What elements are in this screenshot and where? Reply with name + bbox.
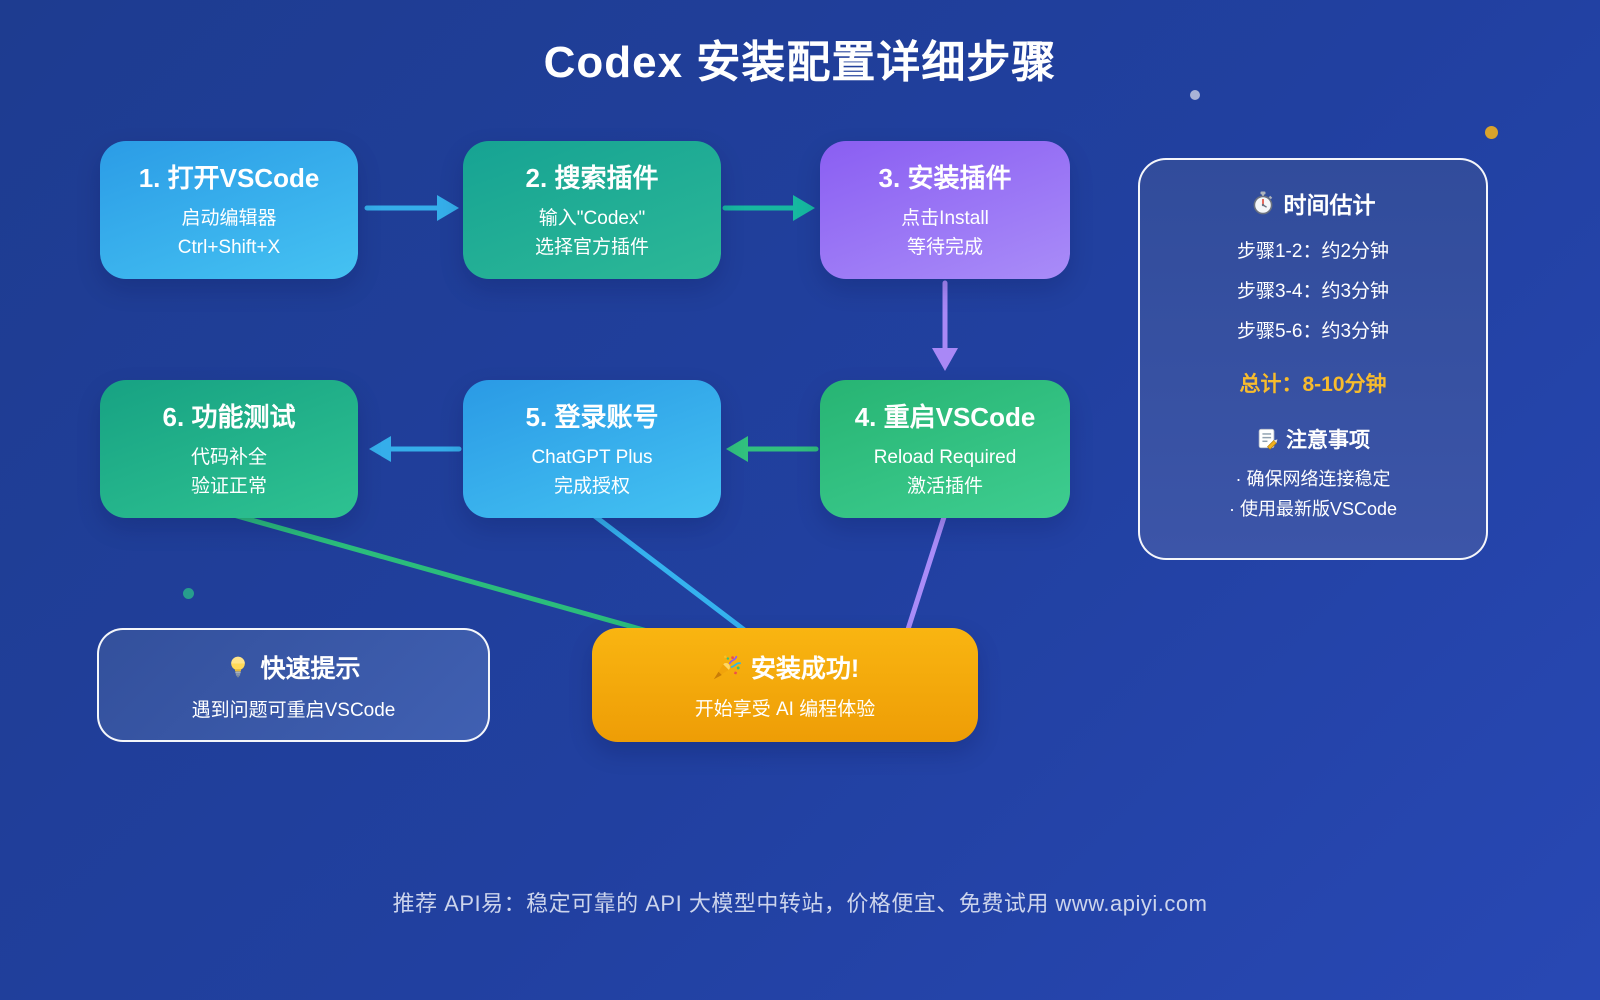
step-detail: 完成授权 [553,476,630,497]
step-detail: Reload Required [873,447,1017,468]
step-title: 5. 登录账号 [525,402,659,432]
party-popper-icon [711,652,741,682]
time-row: 步骤3-4：约3分钟 [1236,281,1390,302]
line-step4-to-success [899,511,948,651]
arrow-step1-to-step2 [364,195,459,221]
line-step6-to-success [227,511,711,651]
step-detail: 代码补全 [190,447,267,468]
quick-tip-text: 遇到问题可重启VSCode [191,699,396,721]
time-total: 总计：8-10分钟 [1239,373,1387,396]
footer-promo-text: 推荐 API易：稳定可靠的 API 大模型中转站，价格便宜、免费试用 www.a… [392,891,1208,916]
step-box-5-login-account: 5. 登录账号 ChatGPT Plus 完成授权 [463,380,721,518]
step-title: 4. 重启VSCode [854,402,1036,432]
success-card: 安装成功! 开始享受 AI 编程体验 [592,628,978,742]
line-step5-to-success [589,511,771,651]
quick-tip-title: 快速提示 [260,654,361,683]
success-title: 安装成功! [750,655,860,683]
page-title: Codex 安装配置详细步骤 [543,38,1057,87]
step-detail: 选择官方插件 [534,237,649,258]
step-title: 3. 安装插件 [878,163,1012,193]
stopwatch-icon [1251,191,1275,215]
step-box-1-open-vscode: 1. 打开VSCode 启动编辑器 Ctrl+Shift+X [100,141,358,279]
step-detail: 等待完成 [906,237,983,258]
step-detail: 启动编辑器 [181,208,277,229]
step-detail: 点击Install [901,208,989,229]
step-box-6-function-test: 6. 功能测试 代码补全 验证正常 [100,380,358,518]
step-box-4-restart-vscode: 4. 重启VSCode Reload Required 激活插件 [820,380,1070,518]
step-detail: ChatGPT Plus [531,447,653,468]
step-title: 6. 功能测试 [162,402,296,432]
lightbulb-icon [226,655,250,679]
decor-dot-gold [1485,126,1498,139]
notes-title-row: 注意事项 [1140,424,1486,454]
panel-title-row: 时间估计 [1140,186,1486,220]
time-estimate-panel: 时间估计 步骤1-2：约2分钟 步骤3-4：约3分钟 步骤5-6：约3分钟 总计… [1138,158,1488,560]
time-row: 步骤5-6：约3分钟 [1236,321,1390,342]
arrow-step5-to-step6 [369,436,462,462]
step-title: 2. 搜索插件 [525,163,659,193]
arrow-step3-to-step4 [932,280,958,371]
step-box-2-search-plugin: 2. 搜索插件 输入"Codex" 选择官方插件 [463,141,721,279]
step-box-3-install-plugin: 3. 安装插件 点击Install 等待完成 [820,141,1070,279]
step-title: 1. 打开VSCode [138,163,320,193]
time-row: 步骤1-2：约2分钟 [1236,241,1390,262]
step-detail: 输入"Codex" [538,208,646,229]
quick-tip-card: 快速提示 遇到问题可重启VSCode [97,628,490,742]
step-detail: 激活插件 [906,476,983,497]
note-item: · 使用最新版VSCode [1228,499,1398,519]
note-item: · 确保网络连接稳定 [1235,469,1391,489]
notes-title: 注意事项 [1286,429,1370,452]
memo-icon [1256,428,1278,450]
success-text: 开始享受 AI 编程体验 [694,699,876,720]
decor-dot-teal [183,588,194,599]
arrow-step2-to-step3 [722,195,815,221]
success-title-row: 安装成功! [711,649,859,685]
step-detail: Ctrl+Shift+X [177,237,281,258]
arrow-step4-to-step5 [726,436,819,462]
decor-dot-lavender [1190,90,1200,100]
panel-title: 时间估计 [1283,192,1376,218]
step-detail: 验证正常 [190,476,267,497]
quick-tip-title-row: 快速提示 [226,649,361,685]
